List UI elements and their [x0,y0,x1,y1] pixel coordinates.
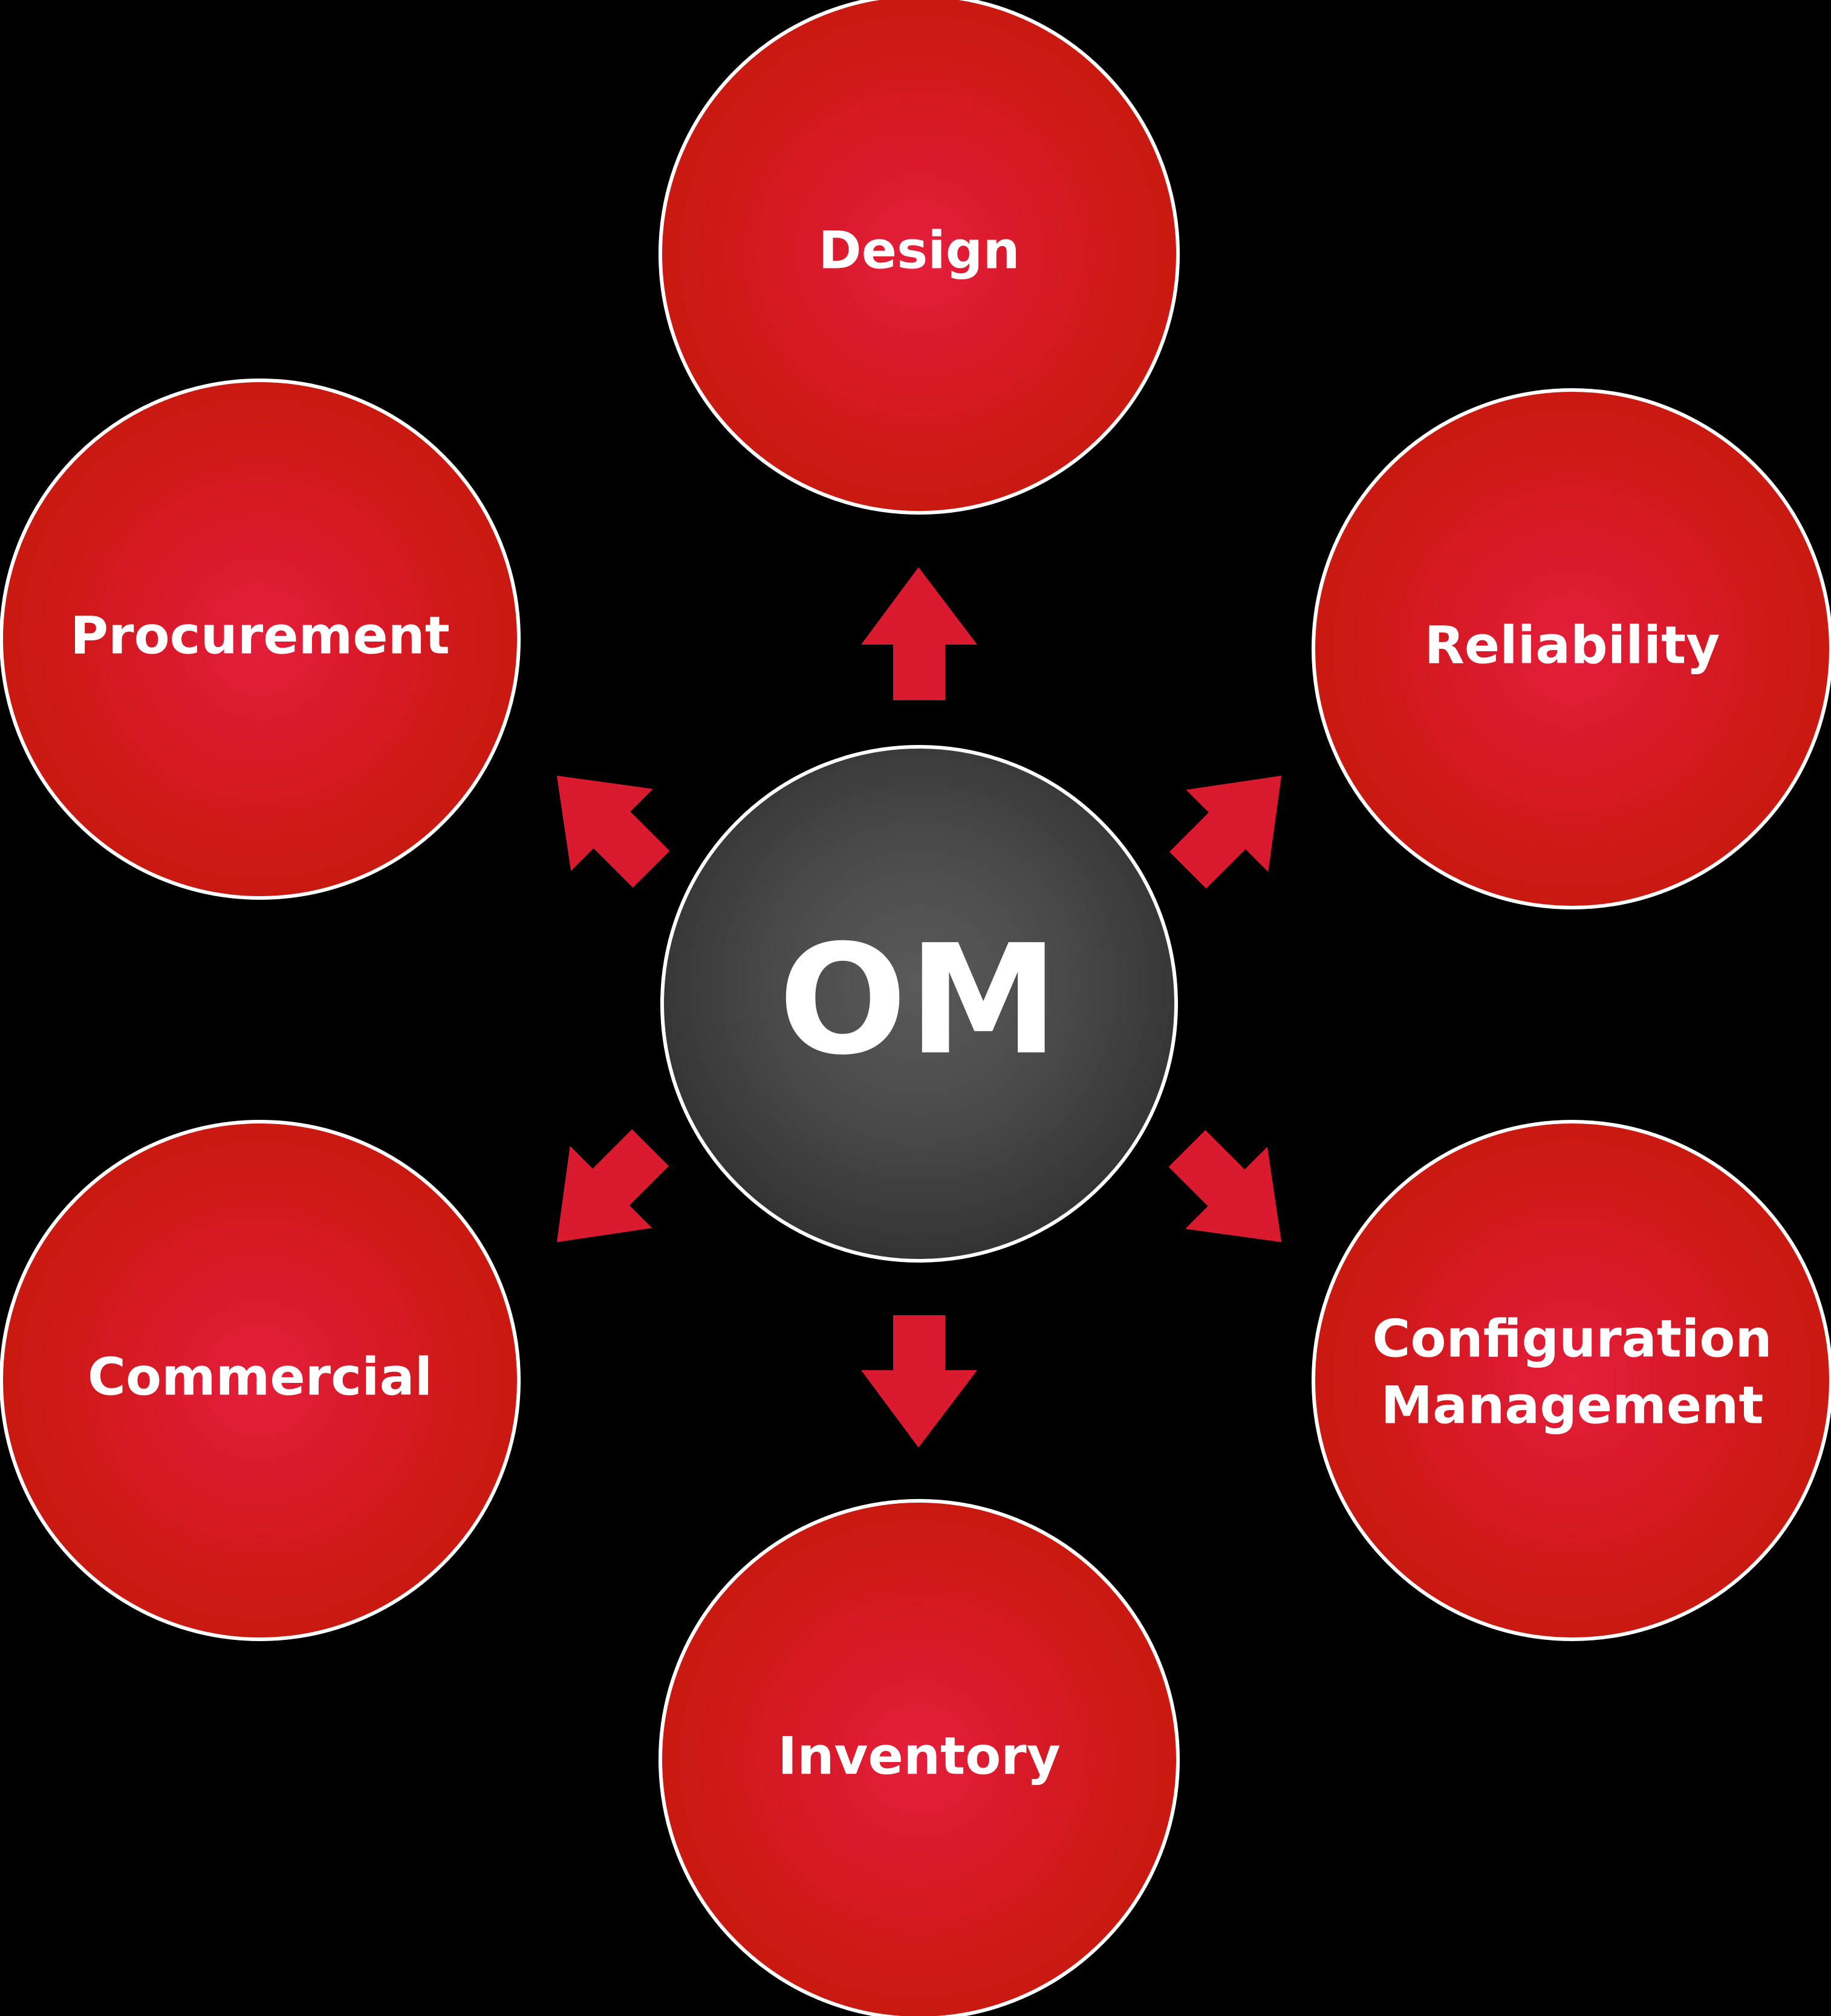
node-commercial[interactable]: Commercial [0,1120,521,1641]
arrow-up-to-design [861,567,977,700]
arrow-down-to-inventory [861,1315,977,1448]
node-procurement[interactable]: Procurement [0,379,521,900]
node-inventory-label: Inventory [778,1726,1061,1786]
node-hub-circle[interactable] [660,745,1178,1263]
node-configuration-management-label-line-1: Configuration [1372,1309,1772,1369]
node-configuration-management-circle[interactable] [1312,1120,1831,1641]
node-procurement-circle[interactable] [0,379,521,900]
arrow-up-left-to-procurement [556,775,670,888]
node-reliability-circle[interactable] [1312,388,1831,909]
node-reliability-label: Reliability [1425,615,1720,675]
node-inventory-circle[interactable] [659,1499,1180,2016]
node-commercial-label: Commercial [88,1347,432,1407]
arrow-down-left-to-commercial [556,1129,669,1243]
node-commercial-circle[interactable] [0,1120,521,1641]
node-inventory[interactable]: Inventory [659,1499,1180,2016]
node-configuration-management[interactable]: Configuration Management [1312,1120,1831,1641]
node-configuration-management-label-line-2: Management [1381,1375,1763,1436]
node-hub-label: OM [778,912,1059,1088]
node-reliability[interactable]: Reliability [1312,388,1831,909]
node-procurement-label: Procurement [70,605,450,666]
arrow-down-right-to-configuration-management [1168,1130,1282,1243]
node-hub-om[interactable]: OM [660,745,1178,1263]
node-design-label: Design [818,220,1020,281]
arrow-up-right-to-reliability [1169,775,1282,889]
node-design[interactable]: Design [659,0,1180,515]
node-design-circle[interactable] [659,0,1180,515]
